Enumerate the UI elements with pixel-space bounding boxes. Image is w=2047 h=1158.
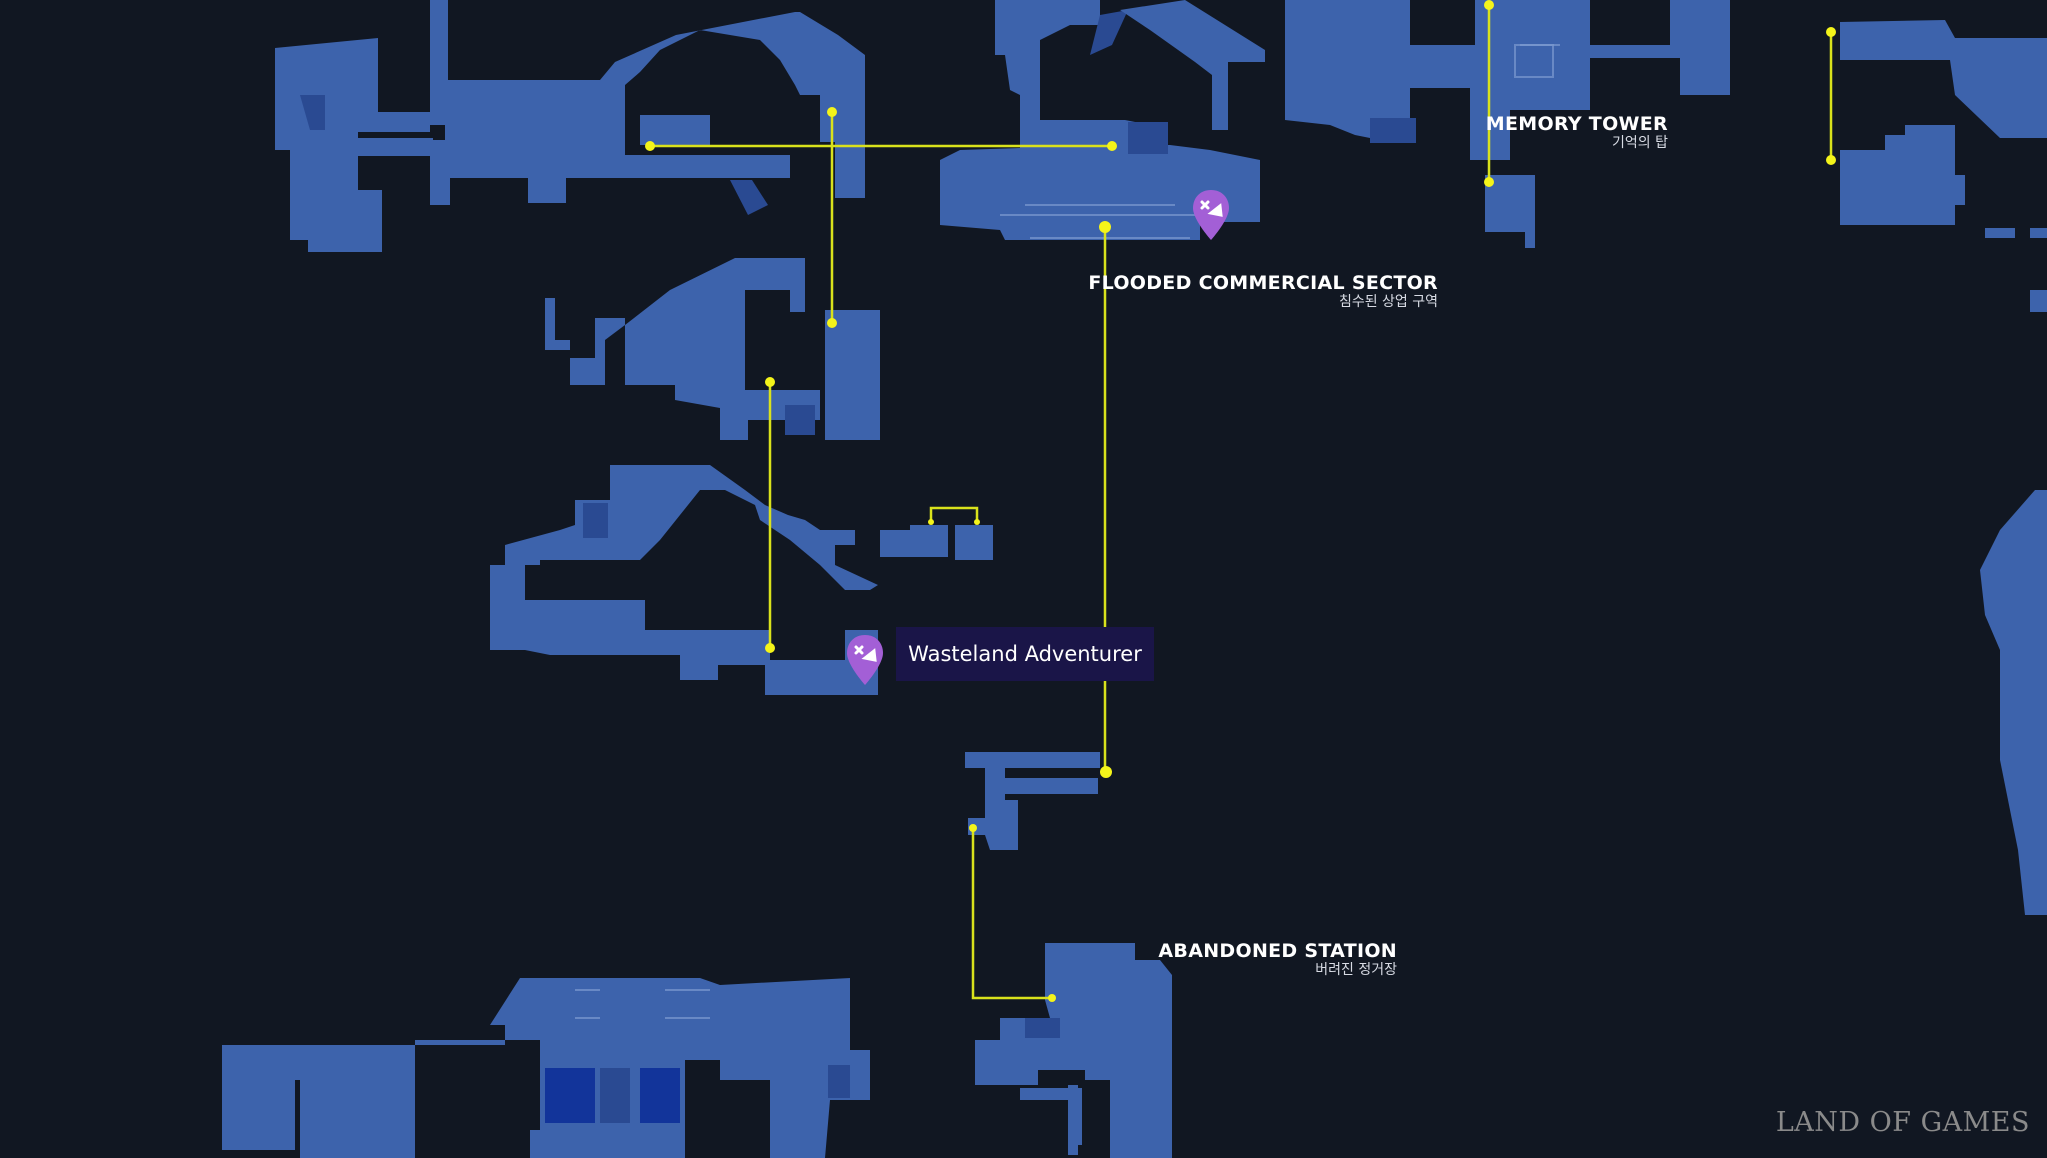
map-room-central-north (530, 258, 880, 440)
adventurer-marker[interactable] (1191, 188, 1231, 242)
map-connectors (650, 5, 1833, 1000)
marker-tooltip: Wasteland Adventurer (896, 627, 1154, 681)
region-name: ABANDONED STATION (1158, 940, 1397, 962)
adventurer-pin-icon (847, 635, 883, 685)
region-name-korean: 기억의 탑 (1612, 134, 1668, 151)
region-label-abandoned-station: ABANDONED STATION 버려진 정거장 (1100, 940, 1397, 978)
tooltip-label: Wasteland Adventurer (908, 642, 1142, 666)
map-room-central-junction (965, 752, 1100, 850)
region-name-korean: 침수된 상업 구역 (1338, 293, 1438, 310)
region-name: FLOODED COMMERCIAL SECTOR (1088, 272, 1438, 294)
region-label-flooded-commercial-sector: FLOODED COMMERCIAL SECTOR 침수된 상업 구역 (1038, 272, 1438, 310)
wasteland-adventurer-marker[interactable] (845, 633, 885, 687)
map-room-central-south (490, 465, 993, 695)
map-room-memory-tower (1285, 0, 1730, 248)
map-room-flooded-commercial (940, 0, 1265, 240)
map-room-west-wing (275, 0, 865, 252)
region-label-memory-tower: MEMORY TOWER 기억의 탑 (1380, 113, 1668, 151)
map-nodes (645, 0, 1836, 1002)
map-room-east-complex (1840, 20, 2047, 915)
adventurer-pin-icon (1193, 190, 1229, 240)
region-name-korean: 버려진 정거장 (1315, 961, 1397, 978)
region-name: MEMORY TOWER (1485, 113, 1668, 135)
map-room-abandoned-station (975, 943, 1172, 1158)
watermark: LAND OF GAMES (1775, 1107, 2030, 1138)
map-room-south-complex (222, 978, 870, 1158)
